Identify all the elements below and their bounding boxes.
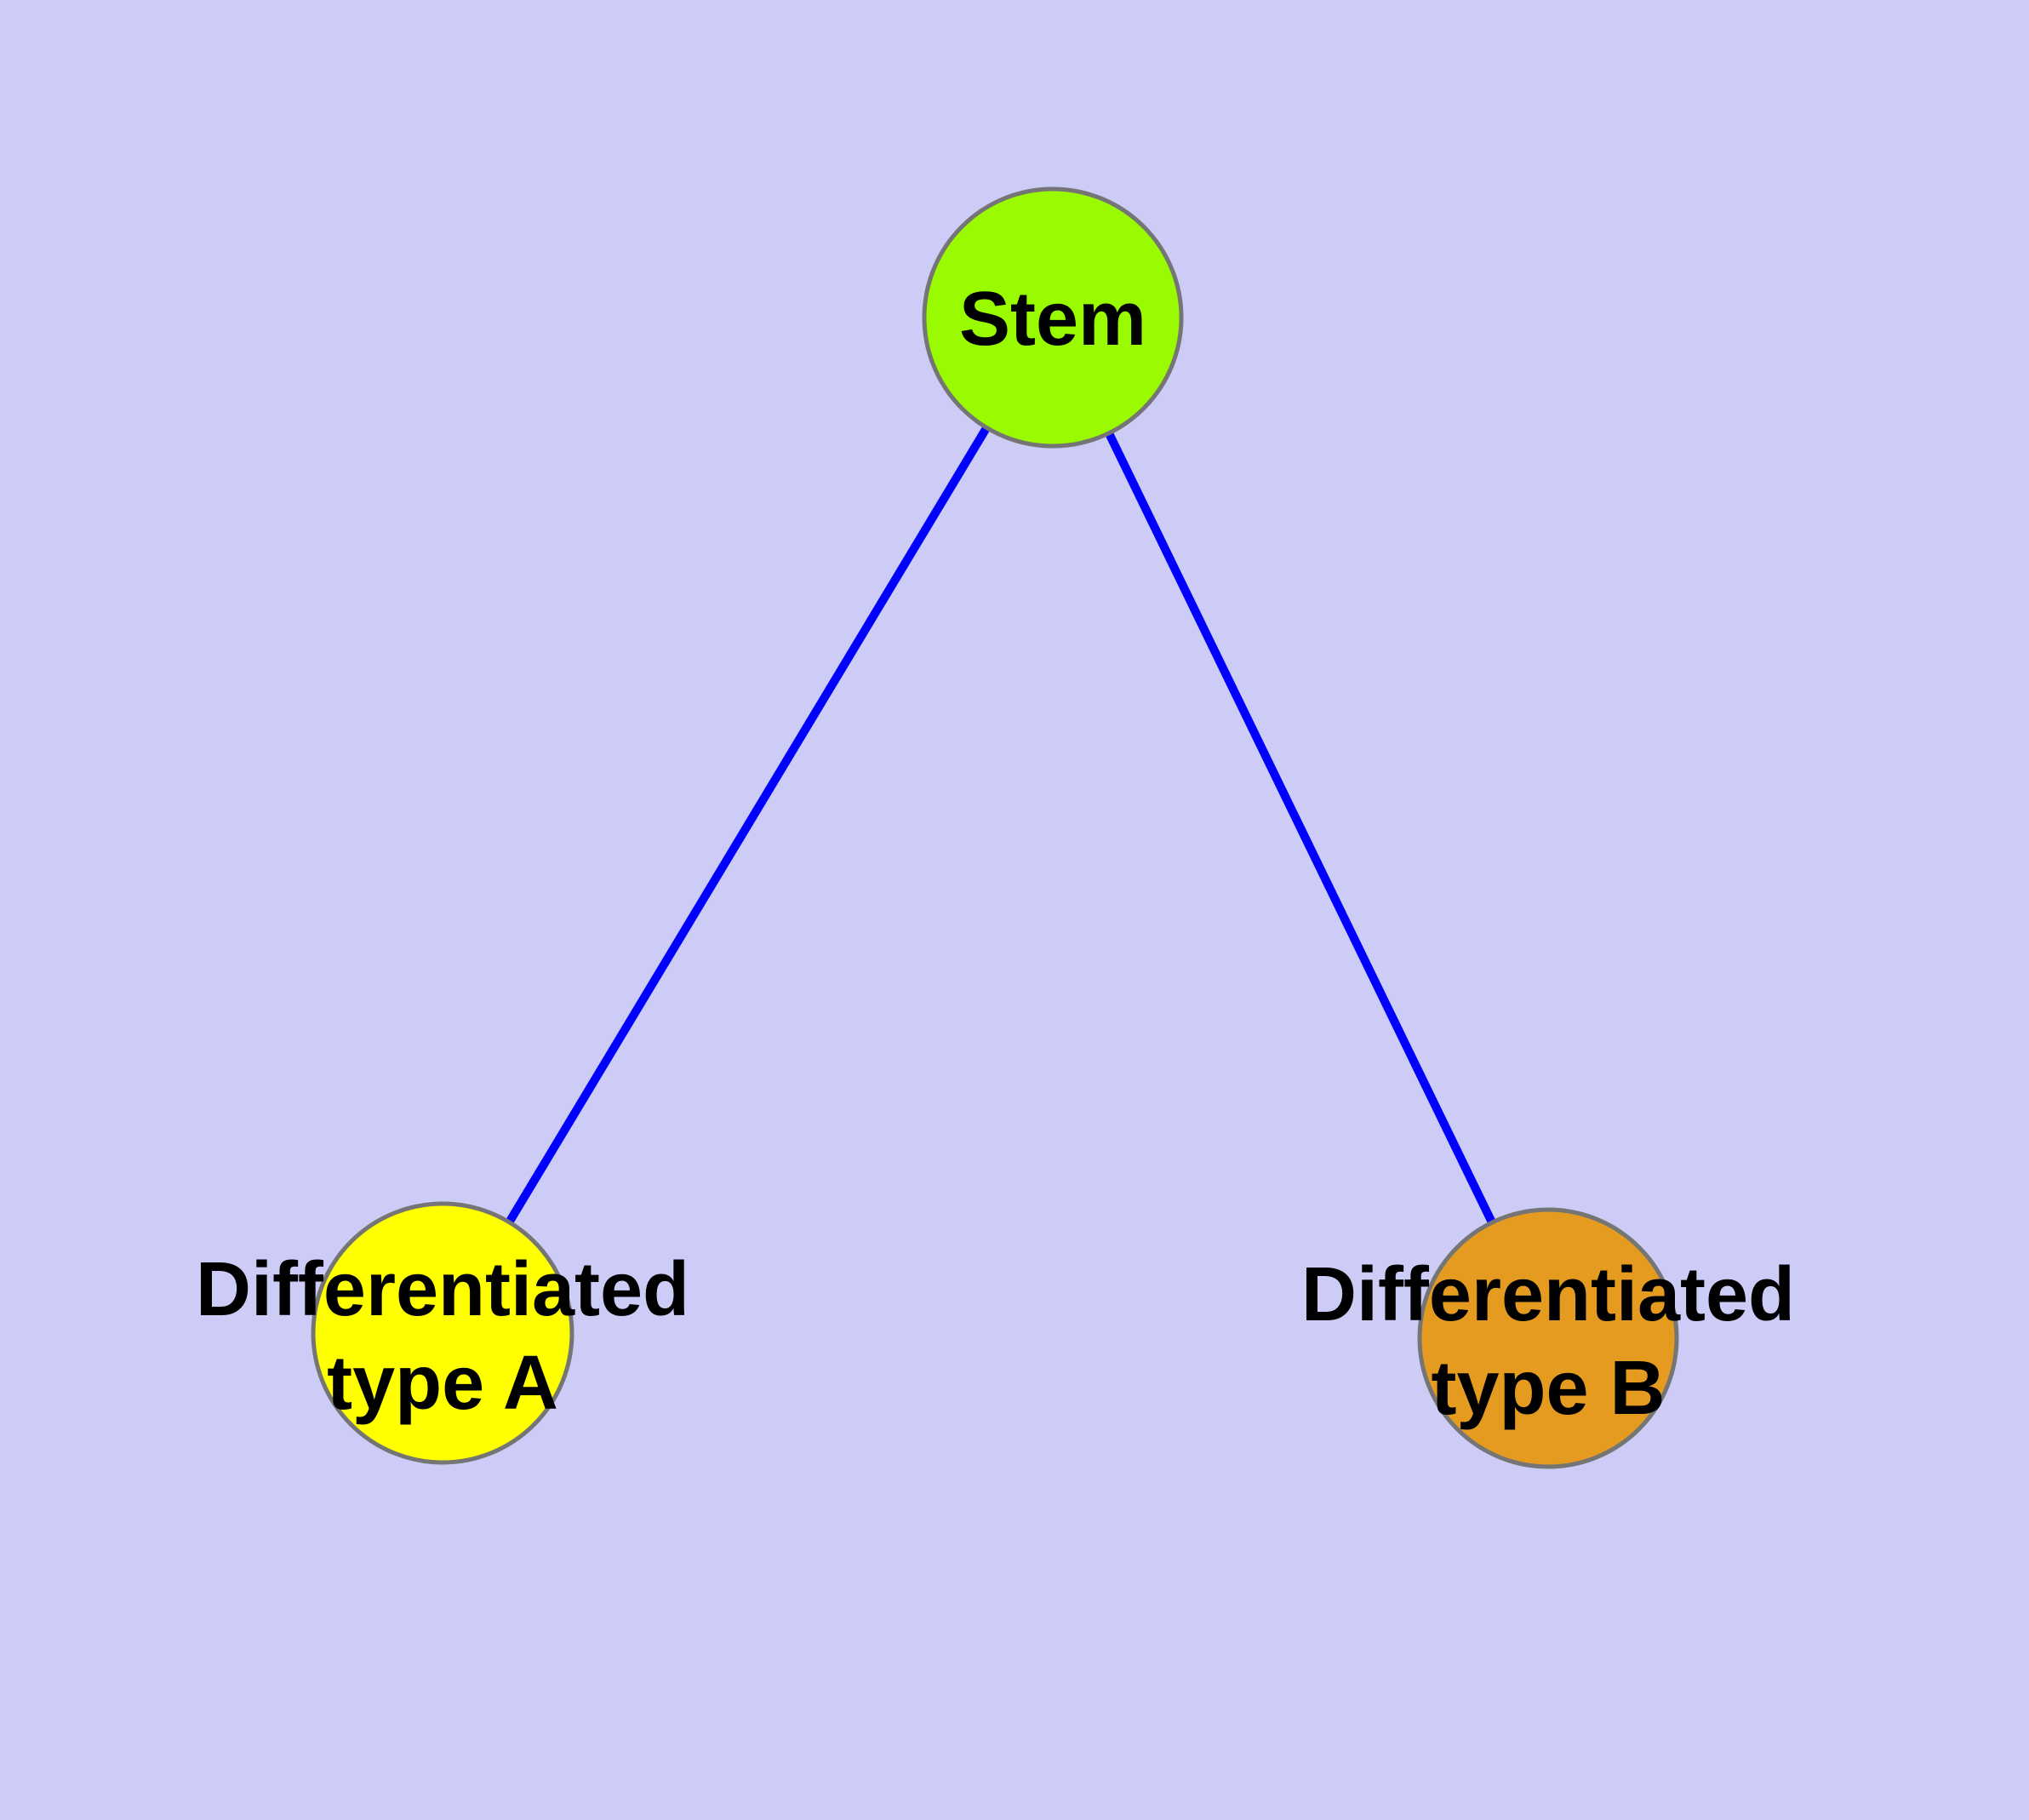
edge-stem-to-diff-type-b — [1049, 315, 1552, 1341]
node-stem-circle — [922, 186, 1184, 449]
edge-stem-to-diff-type-a — [438, 315, 1057, 1336]
node-diff-type-b-circle — [1417, 1207, 1679, 1469]
node-stem-label: Stem — [959, 277, 1146, 362]
node-diff-type-a-circle — [311, 1201, 574, 1465]
